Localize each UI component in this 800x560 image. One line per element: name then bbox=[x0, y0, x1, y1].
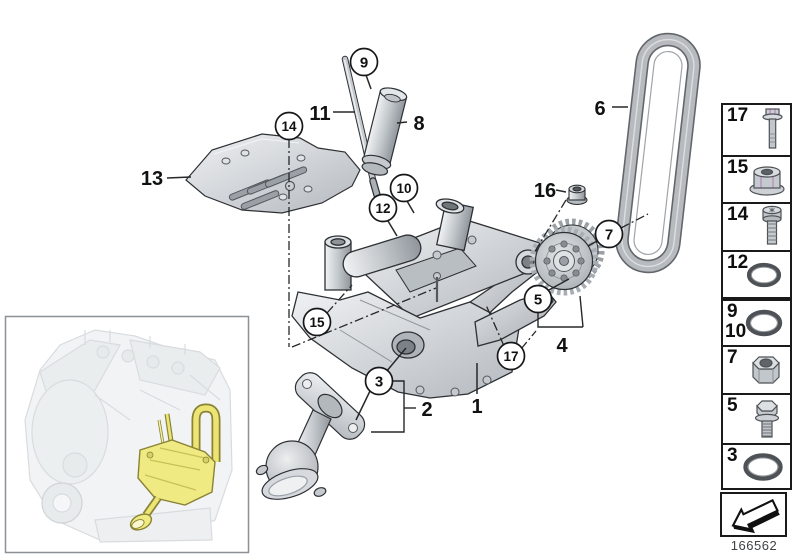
callout-5[interactable]: 5 bbox=[523, 284, 553, 314]
callout-14[interactable]: 14 bbox=[274, 111, 304, 141]
svg-text:17: 17 bbox=[503, 349, 518, 364]
sidebar-label: 10 bbox=[725, 321, 747, 342]
engine-location-thumbnail[interactable] bbox=[4, 315, 250, 554]
callout-12[interactable]: 12 bbox=[368, 193, 398, 223]
direction-arrow-box bbox=[720, 492, 787, 537]
svg-text:15: 15 bbox=[309, 315, 325, 330]
svg-text:3: 3 bbox=[375, 374, 383, 391]
direction-arrow-icon bbox=[731, 498, 780, 534]
sidebar-label: 7 bbox=[727, 347, 738, 368]
sidebar-box-17: 17 bbox=[721, 103, 792, 157]
svg-text:7: 7 bbox=[605, 227, 613, 244]
label-16[interactable]: 16 bbox=[534, 180, 556, 202]
part-sleeve bbox=[361, 87, 408, 176]
o-ring-icon bbox=[746, 262, 782, 287]
label-4[interactable]: 4 bbox=[556, 335, 568, 357]
sidebar-label: 9 bbox=[727, 301, 738, 322]
drawing-number: 166562 bbox=[730, 538, 778, 553]
hex-nut-icon bbox=[752, 356, 780, 384]
label-6[interactable]: 6 bbox=[594, 98, 605, 120]
part-intake-pipe bbox=[255, 372, 366, 500]
svg-text:10: 10 bbox=[396, 181, 411, 196]
label-11[interactable]: 11 bbox=[309, 103, 330, 125]
callouts: 9 14 10 12 15 3 5 7 bbox=[274, 47, 624, 396]
sidebar-label: 5 bbox=[727, 395, 738, 416]
sidebar-box-15: 15 bbox=[721, 155, 792, 204]
callout-17[interactable]: 17 bbox=[496, 341, 526, 371]
part-sprocket bbox=[529, 218, 605, 296]
plain-labels: 11 8 13 16 6 2 1 4 bbox=[141, 98, 606, 421]
callout-7[interactable]: 7 bbox=[594, 219, 624, 249]
o-ring-icon bbox=[745, 309, 783, 337]
hex-bolt-icon bbox=[754, 400, 780, 438]
collar-bolt-icon bbox=[762, 108, 783, 149]
leader-lines-dashdot bbox=[288, 139, 649, 350]
sidebar-label: 17 bbox=[727, 105, 749, 126]
sidebar-box-12: 12 bbox=[721, 250, 792, 299]
label-13[interactable]: 13 bbox=[141, 168, 163, 190]
svg-text:9: 9 bbox=[360, 55, 368, 72]
collar-nut-icon bbox=[749, 165, 785, 196]
sidebar-box-5: 5 bbox=[721, 393, 792, 445]
label-2[interactable]: 2 bbox=[421, 399, 432, 421]
sidebar-label: 14 bbox=[727, 204, 749, 225]
svg-text:5: 5 bbox=[534, 292, 542, 309]
torx-bolt-icon bbox=[762, 205, 782, 245]
label-8[interactable]: 8 bbox=[413, 113, 424, 135]
callout-15[interactable]: 15 bbox=[302, 307, 332, 337]
part-grommet bbox=[566, 184, 588, 206]
sidebar-box-7: 7 bbox=[721, 345, 792, 395]
part-drive-chain bbox=[615, 32, 701, 274]
o-ring-icon bbox=[743, 452, 783, 481]
sidebar-label: 15 bbox=[727, 157, 749, 178]
callout-10[interactable]: 10 bbox=[389, 173, 419, 203]
leader-lines bbox=[166, 74, 628, 433]
svg-text:14: 14 bbox=[281, 119, 297, 134]
svg-text:12: 12 bbox=[375, 201, 390, 216]
sidebar-box-9-10: 9 10 bbox=[721, 299, 792, 347]
label-1[interactable]: 1 bbox=[471, 396, 482, 418]
highlighted-oil-pump bbox=[129, 403, 221, 531]
sidebar-box-3: 3 bbox=[721, 443, 792, 490]
callout-9[interactable]: 9 bbox=[349, 47, 379, 77]
part-oil-pump-housing bbox=[291, 198, 557, 399]
faint-engine-illustration bbox=[24, 329, 233, 543]
sidebar-box-14: 14 bbox=[721, 202, 792, 252]
sidebar-label: 12 bbox=[727, 252, 749, 273]
part-baffle-plate bbox=[185, 133, 361, 214]
sidebar-label: 3 bbox=[727, 445, 738, 466]
callout-3[interactable]: 3 bbox=[364, 366, 394, 396]
